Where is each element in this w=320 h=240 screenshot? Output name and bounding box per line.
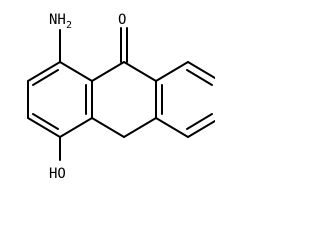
left-ring [27, 61, 93, 138]
bond-c4-c4a [59, 117, 93, 138]
amine-group: NH 2 [49, 12, 72, 63]
bond-c9a-c1 [59, 61, 93, 82]
amine-nitrogen-label: NH [49, 12, 66, 28]
bond-c8-c7 [187, 61, 215, 79]
amine-nh-text: NH [49, 12, 66, 28]
bond-c1-c2 [27, 61, 61, 82]
bond-c8a-c8 [155, 61, 189, 82]
carbonyl-group: O [118, 12, 128, 63]
double-bond-c3-c4 [32, 113, 59, 130]
center-ring [91, 61, 157, 138]
hydroxyl-group: HO [49, 136, 66, 182]
carbonyl-oxygen-label: O [118, 12, 126, 28]
anthrone-structure-diagram: O NH 2 HO [27, 12, 215, 182]
amine-subscript: 2 [66, 20, 72, 31]
bond-c9-c8a [123, 61, 157, 82]
double-bond-c8-c7 [186, 69, 213, 86]
bond-c10a-c10 [123, 117, 157, 138]
hydroxyl-label: HO [49, 166, 66, 182]
double-bond-c5-c6 [186, 113, 213, 130]
bond-c9a-c9 [91, 61, 125, 82]
bond-c10-c4a [91, 117, 125, 138]
right-ring [155, 61, 215, 138]
bond-c10a-c5 [155, 117, 189, 138]
bond-c5-c6 [187, 120, 215, 138]
double-bond-c1-c2 [32, 69, 59, 86]
bond-c3-c4 [27, 117, 61, 138]
